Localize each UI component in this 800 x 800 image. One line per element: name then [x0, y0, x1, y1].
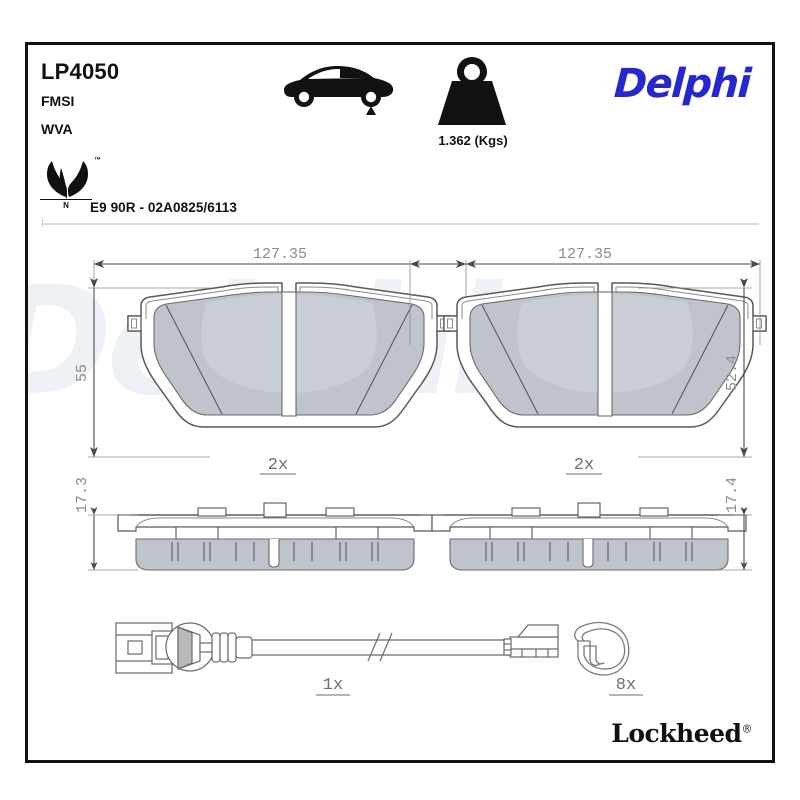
right-pad-profile-view: 17.4 — [431, 477, 752, 571]
weight-value: 1.362 (Kgs) — [438, 133, 508, 148]
left-profile-thickness-dim: 17.3 — [74, 477, 91, 513]
weight-kettlebell-icon — [433, 53, 511, 131]
drawing-sheet: Delphi LP4050 FMSI WVA ™ N E9 90R - 02A0… — [25, 42, 775, 763]
wva-label: WVA — [41, 121, 73, 137]
right-pad-face-view: 127.35 52.4 2x — [409, 246, 767, 475]
trademark-symbol: ™ — [94, 157, 101, 164]
left-pad-width-dim: 127.35 — [253, 246, 307, 263]
part-number: LP4050 — [41, 59, 120, 84]
leaf-eco-icon: ™ N — [40, 155, 101, 217]
technical-drawing: 127.35 55 2x 127.35 52.4 2x — [74, 246, 767, 696]
fmsi-label: FMSI — [41, 93, 75, 109]
right-pad-width-dim: 127.35 — [558, 246, 612, 263]
registered-symbol: ® — [741, 722, 753, 736]
right-profile-thickness-dim: 17.4 — [724, 477, 741, 513]
lockheed-logo: Lockheed® — [611, 719, 752, 748]
certification-code: E9 90R - 02A0825/6113 — [90, 200, 237, 215]
lockheed-wordmark: Lockheed — [611, 719, 742, 748]
eco-mark-letter: N — [40, 199, 92, 210]
header-block: LP4050 FMSI WVA ™ N E9 90R - 02A0825/611… — [28, 45, 772, 220]
left-pad-profile-view: 17.3 — [74, 477, 433, 571]
spring-retaining-clip — [574, 622, 630, 676]
rear-axle-car-icon — [278, 57, 398, 117]
right-pad-height-dim: 52.4 — [724, 355, 741, 391]
retaining-clip-quantity: 8x — [616, 676, 636, 695]
left-pad-quantity: 2x — [268, 456, 288, 475]
brake-wear-sensor-cable — [115, 622, 559, 674]
wear-sensor-quantity: 1x — [323, 676, 343, 695]
left-pad-height-dim: 55 — [74, 364, 91, 382]
header-divider — [42, 219, 759, 227]
right-pad-quantity: 2x — [574, 456, 594, 475]
left-pad-face-view: 127.35 55 2x — [74, 246, 476, 475]
delphi-logo: Delphi — [612, 61, 752, 107]
